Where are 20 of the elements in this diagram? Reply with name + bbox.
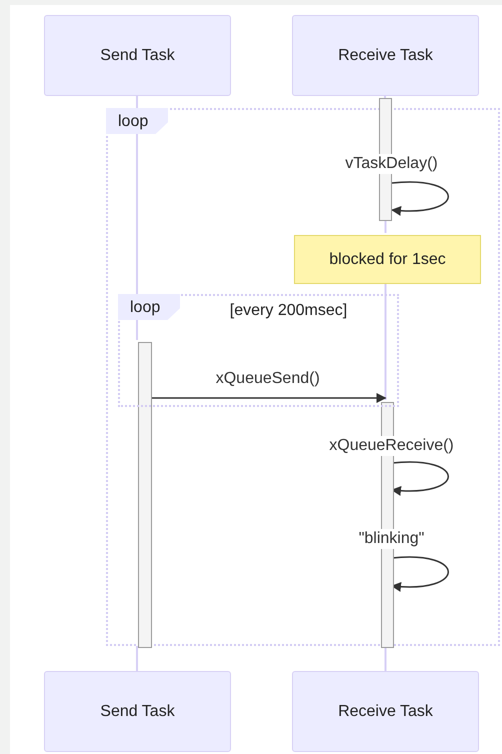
edge-label: xQueueReceive() [328,436,455,456]
frame-label: loop [118,294,180,320]
lifeline [136,646,138,671]
lifeline [384,221,386,233]
note-box: blocked for 1sec [294,235,481,284]
activation-bar [138,342,152,648]
participant-box: Send Task [44,15,231,96]
lifeline [384,646,386,671]
edge-label: vTaskDelay() [344,154,439,174]
guard-condition: [every 200msec] [228,301,348,321]
message-arrow [150,393,386,403]
edge-label: "blinking" [358,529,426,549]
participant-box: Receive Task [292,671,479,752]
self-arrow [391,181,449,216]
participant-box: Send Task [44,671,231,752]
lifeline [384,96,386,98]
lifeline [384,282,386,400]
frame-label: loop [106,108,168,134]
edge-label: xQueueSend() [214,369,321,389]
participant-box: Receive Task [292,15,479,96]
